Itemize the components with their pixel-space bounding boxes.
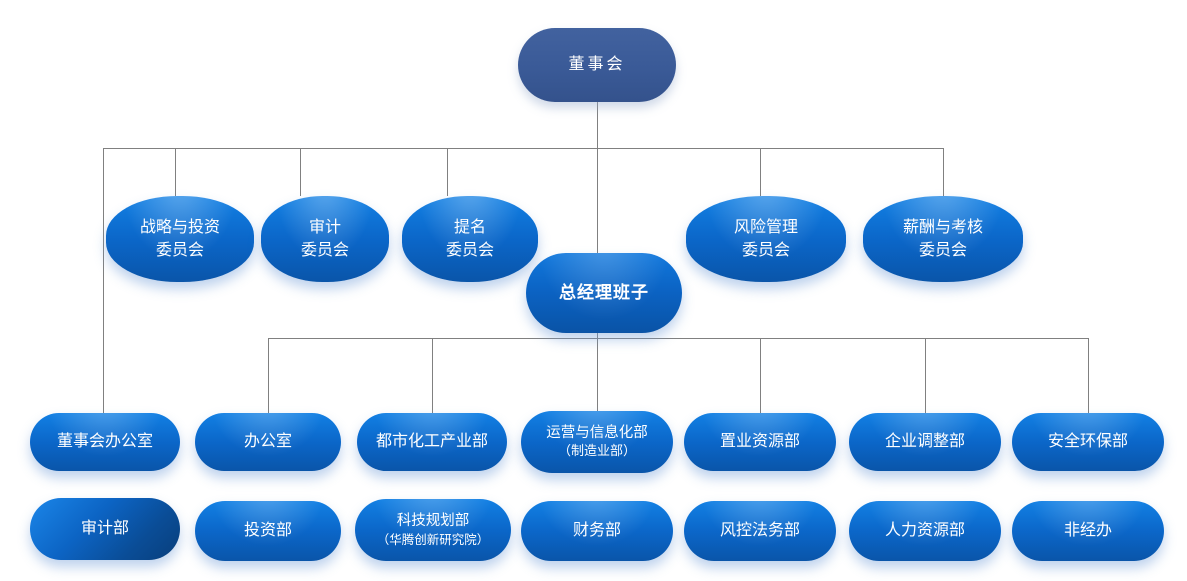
connector-drop-strategy xyxy=(175,148,176,196)
department-label: 都市化工产业部 xyxy=(375,433,488,451)
node-general-office: 办公室 xyxy=(195,413,341,471)
connector-drop-operations xyxy=(597,333,598,415)
connector-drop-office xyxy=(268,338,269,415)
node-enterprise-adjustment-dept: 企业调整部 xyxy=(849,413,1001,471)
node-urban-chemical-industry-dept: 都市化工产业部 xyxy=(357,413,507,471)
node-operations-informatization-dept: 运营与信息化部 （制造业部） xyxy=(521,411,673,473)
department-label: 运营与信息化部 xyxy=(546,425,648,442)
connector-drop-nomination xyxy=(447,148,448,196)
department-sublabel: （制造业部） xyxy=(557,443,636,459)
node-risk-management-committee: 风险管理 委员会 xyxy=(686,196,846,282)
committee-label-line2: 委员会 xyxy=(741,242,790,259)
node-finance-dept: 财务部 xyxy=(521,501,673,561)
department-label: 安全环保部 xyxy=(1047,433,1128,451)
node-nomination-committee: 提名 委员会 xyxy=(402,196,538,282)
department-label: 企业调整部 xyxy=(884,433,965,451)
node-non-operating-office: 非经办 xyxy=(1012,501,1164,561)
node-board: 董事会 xyxy=(518,28,676,102)
department-label: 风控法务部 xyxy=(719,522,800,540)
connector-committee-bus xyxy=(103,148,943,149)
department-label: 董事会办公室 xyxy=(56,433,153,451)
node-board-office: 董事会办公室 xyxy=(30,413,180,471)
connector-left-to-board-office xyxy=(103,148,104,415)
department-sublabel: （华腾创新研究院） xyxy=(376,532,490,547)
node-hr-dept: 人力资源部 xyxy=(849,501,1001,561)
node-tech-planning-dept: 科技规划部 （华腾创新研究院） xyxy=(355,499,511,561)
committee-label-line2: 委员会 xyxy=(445,242,494,259)
committee-label-line1: 审计 xyxy=(308,218,341,236)
department-label: 非经办 xyxy=(1063,522,1112,540)
connector-drop-realty xyxy=(760,338,761,415)
department-label: 科技规划部 xyxy=(396,512,470,529)
connector-drop-safety xyxy=(1088,338,1089,415)
connector-department-bus xyxy=(268,338,1088,339)
node-risk-legal-dept: 风控法务部 xyxy=(684,501,836,561)
committee-label-line2: 委员会 xyxy=(300,242,349,259)
committee-label-line2: 委员会 xyxy=(155,242,204,259)
department-label: 置业资源部 xyxy=(719,433,800,451)
department-label: 财务部 xyxy=(572,522,621,540)
connector-drop-risk xyxy=(760,148,761,196)
node-investment-dept: 投资部 xyxy=(195,501,341,561)
committee-label-line1: 提名 xyxy=(453,218,486,236)
node-strategy-investment-committee: 战略与投资 委员会 xyxy=(106,196,254,282)
connector-board-to-gm xyxy=(597,102,598,253)
connector-drop-compensation xyxy=(943,148,944,196)
node-audit-committee: 审计 委员会 xyxy=(261,196,389,282)
committee-label-line1: 薪酬与考核 xyxy=(902,218,983,236)
node-realty-resources-dept: 置业资源部 xyxy=(684,413,836,471)
committee-label-line1: 风险管理 xyxy=(733,218,798,236)
node-compensation-assessment-committee: 薪酬与考核 委员会 xyxy=(863,196,1023,282)
node-general-manager-team: 总经理班子 xyxy=(526,253,682,333)
node-general-manager-label: 总经理班子 xyxy=(559,282,649,302)
department-label: 人力资源部 xyxy=(884,522,965,540)
node-safety-environment-dept: 安全环保部 xyxy=(1012,413,1164,471)
committee-label-line1: 战略与投资 xyxy=(139,218,220,236)
node-board-label: 董事会 xyxy=(568,56,626,74)
department-label: 办公室 xyxy=(243,433,292,451)
committee-label-line2: 委员会 xyxy=(918,242,967,259)
department-label: 审计部 xyxy=(80,520,129,538)
connector-drop-audit-committee xyxy=(300,148,301,196)
connector-drop-enterprise xyxy=(925,338,926,415)
node-audit-dept: 审计部 xyxy=(30,498,180,560)
department-label: 投资部 xyxy=(243,522,292,540)
connector-drop-urban-chemical xyxy=(432,338,433,415)
